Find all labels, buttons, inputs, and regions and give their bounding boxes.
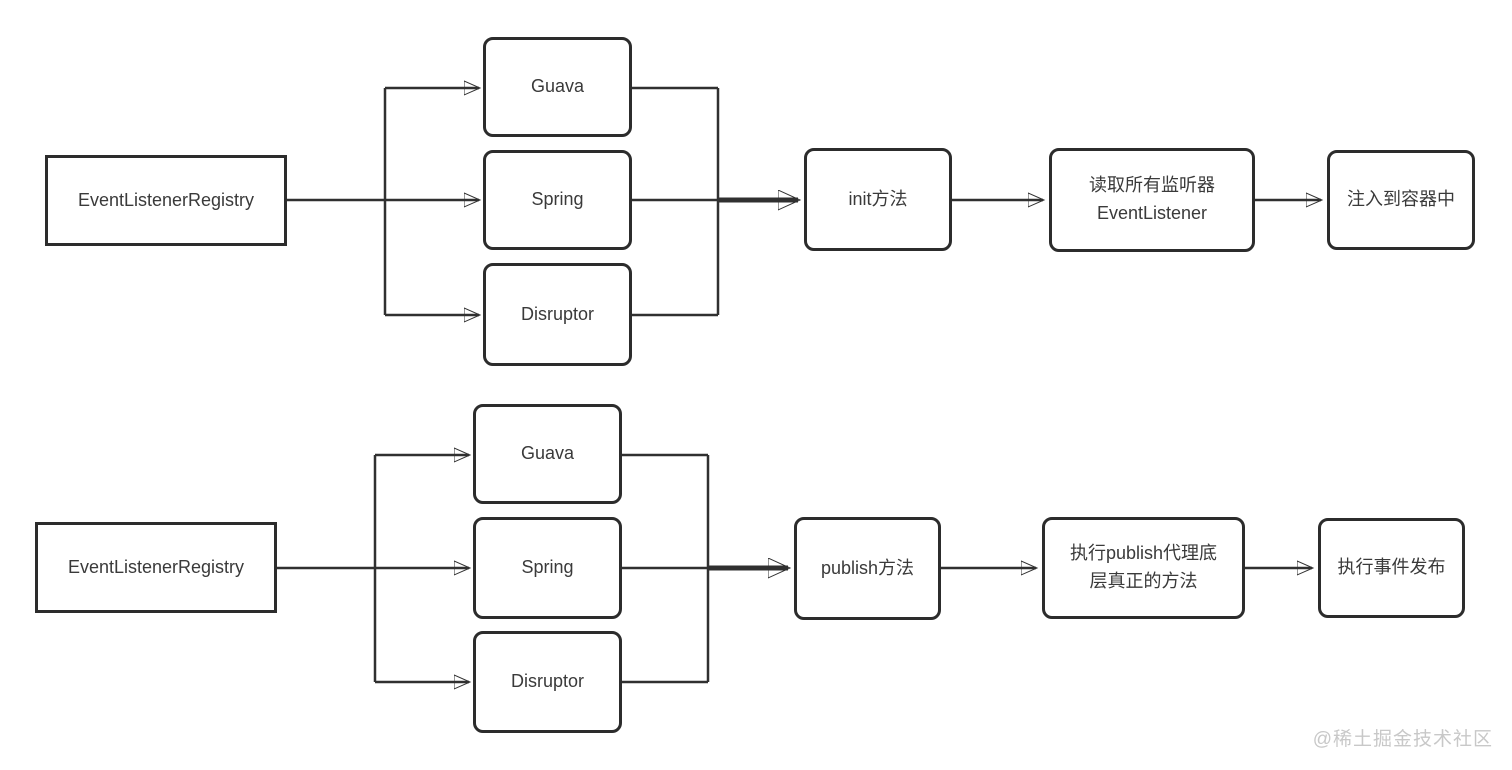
node-label: 执行事件发布 [1337, 557, 1446, 578]
node-publish-execute-event: 执行事件发布 [1318, 518, 1465, 618]
node-label: Spring [521, 557, 574, 578]
node-label: init方法 [848, 188, 908, 209]
node-label: Disruptor [520, 303, 595, 324]
node-init-read-listeners: 读取所有监听器 EventListener [1049, 148, 1255, 252]
node-publish-spring: Spring [473, 517, 622, 619]
node-label: Spring [531, 189, 584, 210]
node-init-method: init方法 [804, 148, 952, 251]
node-publish-guava: Guava [473, 404, 622, 504]
node-publish-event-listener-registry: EventListenerRegistry [35, 522, 277, 613]
node-init-guava: Guava [483, 37, 632, 137]
node-label: Guava [520, 443, 575, 464]
node-label: Disruptor [510, 671, 585, 692]
node-init-inject-container: 注入到容器中 [1327, 150, 1475, 250]
node-init-disruptor: Disruptor [483, 263, 632, 366]
node-label: 执行publish代理底 层真正的方法 [1069, 543, 1218, 591]
node-init-event-listener-registry: EventListenerRegistry [45, 155, 287, 246]
watermark: @稀土掘金技术社区 [1312, 729, 1493, 750]
node-publish-disruptor: Disruptor [473, 631, 622, 733]
node-publish-method: publish方法 [794, 517, 941, 620]
node-label: EventListenerRegistry [67, 556, 245, 577]
node-label: Guava [530, 76, 585, 97]
node-label: publish方法 [820, 557, 915, 578]
node-label: EventListenerRegistry [77, 189, 255, 210]
node-label: 注入到容器中 [1347, 189, 1455, 210]
node-init-spring: Spring [483, 150, 632, 250]
node-publish-proxy-method: 执行publish代理底 层真正的方法 [1042, 517, 1245, 619]
node-label: 读取所有监听器 EventListener [1089, 175, 1215, 223]
